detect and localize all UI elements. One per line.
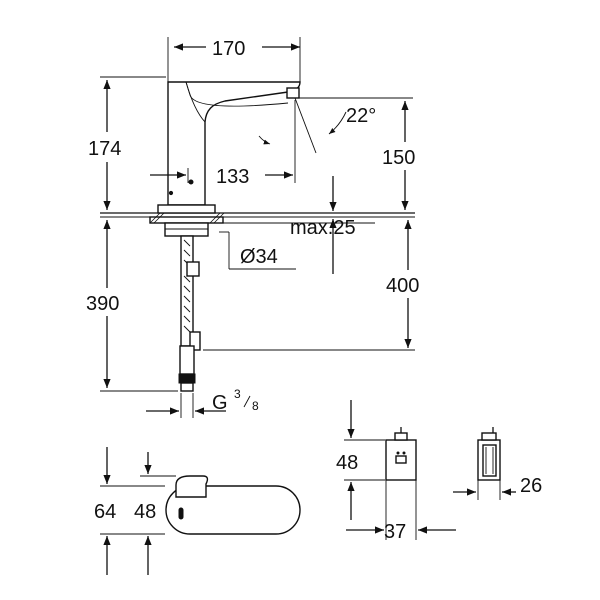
dim-22-degree: 22° (346, 105, 376, 127)
dim-plan-48: 48 (134, 501, 156, 523)
plan-spout (175, 475, 209, 498)
dim-thread-den: 8 (252, 399, 259, 413)
faucet-plan-view: 64 48 (94, 447, 301, 575)
dim-174: 174 (88, 138, 121, 160)
dim-390: 390 (86, 293, 119, 315)
dim-400: 400 (386, 275, 419, 297)
faucet-side-view: 170 174 22° 150 133 max.25 Ø34 (86, 37, 419, 418)
base-plate (157, 204, 216, 214)
dim-170: 170 (212, 38, 245, 60)
control-box-front: 48 37 (336, 400, 456, 543)
dim-thread-g: G (212, 392, 228, 414)
spout-tip (286, 87, 300, 99)
dim-133: 133 (216, 166, 249, 188)
dim-diameter-34: Ø34 (240, 246, 278, 268)
dim-64: 64 (94, 501, 116, 523)
dim-thread-num: 3 (234, 387, 241, 401)
faucet-body (167, 81, 301, 206)
dim-max-25: max.25 (290, 217, 356, 239)
control-box-side: 26 (453, 427, 542, 500)
dim-box-26: 26 (520, 475, 542, 497)
plan-base (165, 485, 301, 535)
dim-150: 150 (382, 147, 415, 169)
dim-box-37: 37 (384, 521, 406, 543)
fixing-plate (149, 216, 224, 224)
supply-hose (178, 235, 201, 392)
dim-box-48: 48 (336, 452, 358, 474)
